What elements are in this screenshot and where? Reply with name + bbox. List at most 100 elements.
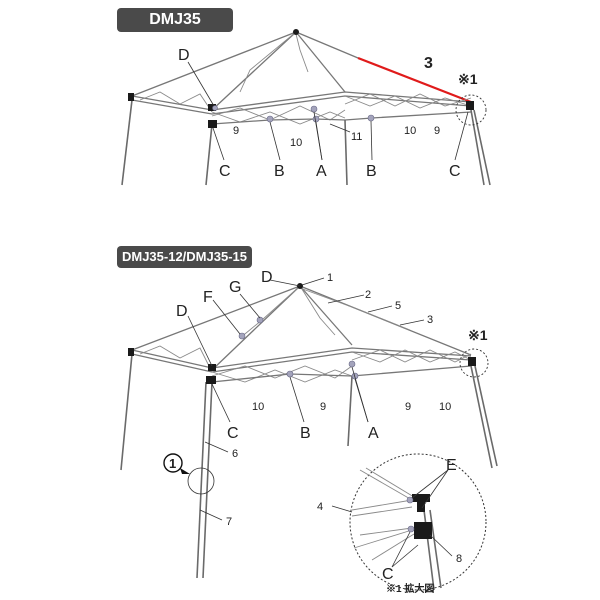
inset-num-8: 8: [456, 553, 462, 565]
inset-label-c: C: [382, 566, 394, 583]
top-truss-right-b: [344, 93, 472, 107]
bottom-joint-g: [256, 316, 264, 324]
bottom-leader-6: [204, 441, 229, 453]
inset-bracket-bottom: [414, 522, 432, 539]
inset-leader-c-1: [391, 531, 411, 568]
bottom-num-1: 1: [327, 272, 333, 284]
bottom-label-d-top: D: [261, 269, 273, 286]
inset-leader-e-2: [421, 469, 449, 509]
inset-strut-2: [365, 467, 415, 498]
bottom-label-a: A: [368, 425, 379, 442]
top-num-9-left: 9: [233, 125, 239, 137]
top-label-c-left: C: [219, 163, 231, 180]
bottom-num-10-left: 10: [252, 401, 264, 413]
bottom-roof-strut-gf: [239, 285, 301, 339]
bottom-roof-spoke-center: [299, 285, 353, 346]
bottom-roof-spoke-left: [131, 285, 301, 351]
bottom-label-b: B: [300, 425, 311, 442]
top-leader-a-2: [315, 121, 323, 161]
model-tag-dmj35-12-15: DMJ35-12/DMJ35-15: [117, 246, 252, 268]
top-leg-center: [344, 119, 348, 186]
top-perimeter-lower: [211, 111, 472, 125]
top-truss-right-a: [344, 95, 472, 109]
top-bracket-right: [466, 101, 474, 110]
top-joint-d: [212, 105, 218, 111]
bottom-leader-c: [211, 383, 231, 423]
top-joint-a-lower: [312, 115, 320, 123]
bottom-roof-strut-right: [299, 287, 411, 331]
detail-inset: [331, 453, 487, 591]
top-bracket-c: [208, 120, 217, 128]
inset-rail-2: [351, 506, 413, 517]
top-joint-b-left: [266, 115, 274, 123]
top-leader-c-left: [212, 127, 225, 161]
bottom-roof-spoke-front: [211, 285, 301, 371]
inset-strut-3: [359, 527, 413, 536]
top-leg-left: [121, 99, 133, 186]
top-joint-b-right: [367, 114, 375, 122]
callout-1-number: 1: [169, 456, 176, 471]
top-label-d: D: [178, 47, 190, 64]
bottom-joint-b: [286, 370, 294, 378]
bottom-bracket-right: [468, 357, 476, 366]
bottom-leg-center: [347, 375, 353, 447]
bottom-leg-left: [120, 353, 133, 471]
inset-leader-e-1: [411, 469, 449, 499]
inset-leader-8: [429, 534, 453, 557]
bottom-num-9-left: 9: [320, 401, 326, 413]
top-num-9-right: 9: [434, 125, 440, 137]
inset-leader-4: [331, 505, 353, 513]
top-perimeter-upper: [131, 91, 472, 111]
bottom-label-g: G: [229, 279, 241, 296]
bottom-leg-front-2: [196, 381, 207, 579]
top-truss-left-back: [139, 91, 213, 113]
bottom-leader-2: [327, 294, 365, 304]
bottom-leader-a-2: [354, 378, 369, 423]
inset-num-4: 4: [317, 501, 323, 513]
inset-leader-c-2: [391, 544, 419, 568]
inset-strut-4: [353, 529, 413, 549]
top-roof-spoke-center: [295, 31, 346, 93]
top-leader-11: [329, 123, 351, 133]
bottom-label-f: F: [203, 289, 213, 306]
inset-caption: ※1 拡大図: [386, 582, 434, 595]
red-number-3: 3: [424, 55, 433, 72]
bottom-leader-5: [367, 305, 393, 313]
bottom-leader-b: [289, 376, 305, 423]
bottom-leader-3: [399, 319, 425, 326]
top-bracket-d: [208, 104, 216, 111]
bottom-bracket-left: [128, 348, 134, 356]
top-frame: [121, 29, 491, 186]
bottom-joint-f: [238, 332, 246, 340]
bottom-leader-f: [212, 299, 241, 335]
bottom-perimeter-upper-2: [131, 351, 472, 373]
bottom-leader-g: [239, 293, 261, 319]
top-roof-spoke-front: [211, 31, 297, 111]
bottom-label-c: C: [227, 425, 239, 442]
top-detail-circle: [455, 94, 487, 126]
red-rafter: [357, 56, 472, 104]
bottom-truss-left: [139, 345, 213, 373]
top-truss-front-a: [211, 111, 346, 125]
bottom-num-3: 3: [427, 314, 433, 326]
bottom-joint-a-upper: [348, 360, 356, 368]
inset-label-e: E: [446, 457, 457, 474]
top-roof-spoke-inner: [239, 31, 297, 93]
top-roof-spoke-mid: [295, 33, 309, 73]
bottom-num-7: 7: [226, 516, 232, 528]
top-leg-right-2: [473, 109, 491, 186]
top-roof-spoke-right: [295, 31, 359, 59]
top-label-b-right: B: [366, 163, 377, 180]
callout-1: 1: [163, 453, 190, 474]
top-leader-c-right: [454, 111, 469, 161]
top-label-c-right: C: [449, 163, 461, 180]
bottom-leader-1: [301, 277, 325, 286]
top-leader-b-left: [269, 121, 281, 161]
bottom-num-2: 2: [365, 289, 371, 301]
top-truss-front-b: [211, 105, 346, 121]
bottom-leader-d-top: [269, 279, 301, 287]
bottom-roof-strut-mid: [299, 285, 336, 336]
inset-joint-c: [407, 525, 415, 533]
bottom-note-ref: ※1: [468, 327, 488, 343]
